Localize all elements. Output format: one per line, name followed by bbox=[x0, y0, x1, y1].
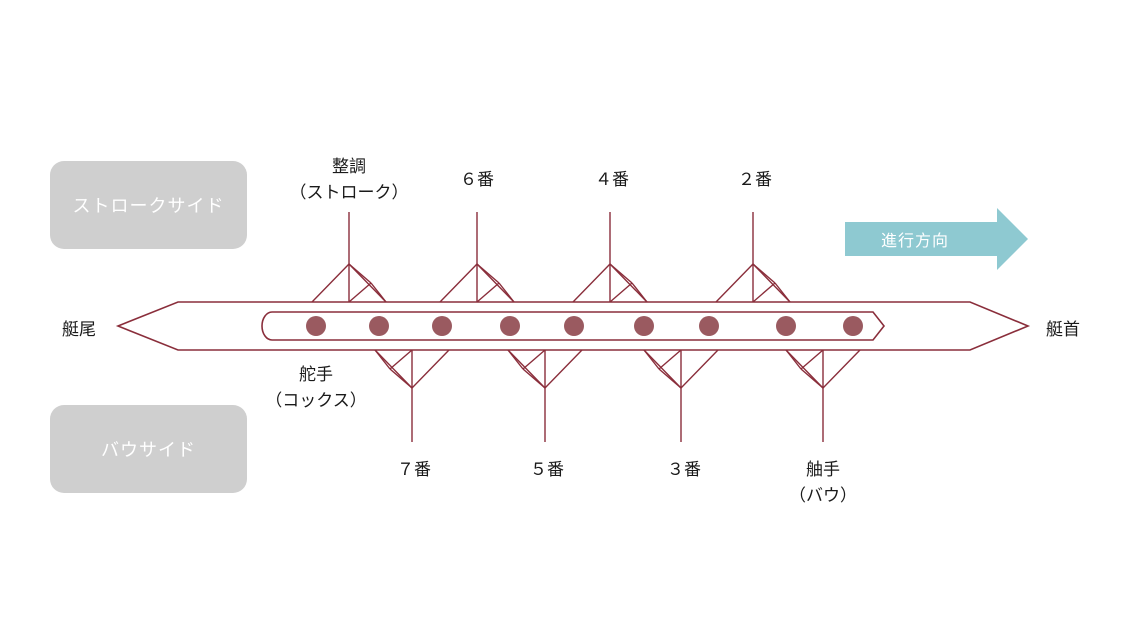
seat-six bbox=[500, 316, 520, 336]
stern-label: 艇尾 bbox=[62, 320, 96, 340]
rigger-five bbox=[507, 349, 583, 442]
seat-label-bow-role: （バウ） bbox=[789, 486, 857, 506]
bow-side-box: バウサイド bbox=[50, 405, 247, 493]
seat-label-stroke-role: （ストローク） bbox=[289, 183, 409, 203]
direction-arrow-icon bbox=[845, 208, 1028, 270]
seat-two bbox=[776, 316, 796, 336]
rigger-four bbox=[572, 212, 648, 303]
rigger-three bbox=[643, 349, 719, 442]
seat-bow bbox=[843, 316, 863, 336]
bow-side-label: バウサイド bbox=[101, 440, 196, 461]
rigger-two bbox=[715, 212, 791, 303]
hull-outline bbox=[115, 301, 1031, 351]
rigger-bow bbox=[785, 349, 861, 442]
seat-label-four: ４番 bbox=[595, 170, 629, 190]
seat-five bbox=[564, 316, 584, 336]
seat-label-six: ６番 bbox=[460, 170, 494, 190]
direction-label: 進行方向 bbox=[880, 231, 949, 250]
seat-label-five: ５番 bbox=[530, 460, 564, 480]
seat-label-cox: 舵手 （コックス） bbox=[246, 362, 386, 414]
rigger-stroke bbox=[311, 212, 387, 303]
stroke-side-label: ストロークサイド bbox=[72, 196, 225, 217]
seat-cox bbox=[306, 316, 326, 336]
seat-stroke bbox=[369, 316, 389, 336]
seat-label-bow-name: 舳手 bbox=[806, 460, 840, 480]
seat-label-stroke: 整調 （ストローク） bbox=[279, 154, 419, 206]
seat-three bbox=[699, 316, 719, 336]
seat-four bbox=[634, 316, 654, 336]
seat-seven bbox=[432, 316, 452, 336]
seat-label-cox-name: 舵手 bbox=[299, 365, 333, 385]
seat-label-seven: ７番 bbox=[397, 460, 431, 480]
seat-label-cox-role: （コックス） bbox=[265, 391, 367, 411]
seat-label-two: ２番 bbox=[738, 170, 772, 190]
seat-label-bow: 舳手 （バウ） bbox=[763, 457, 883, 509]
seat-label-three: ３番 bbox=[667, 460, 701, 480]
cockpit-outline bbox=[261, 311, 886, 341]
rigger-seven bbox=[374, 349, 450, 442]
rigger-six bbox=[439, 212, 515, 303]
stroke-side-box: ストロークサイド bbox=[50, 161, 247, 249]
seat-label-stroke-name: 整調 bbox=[332, 157, 366, 177]
bow-end-label: 艇首 bbox=[1046, 320, 1080, 340]
